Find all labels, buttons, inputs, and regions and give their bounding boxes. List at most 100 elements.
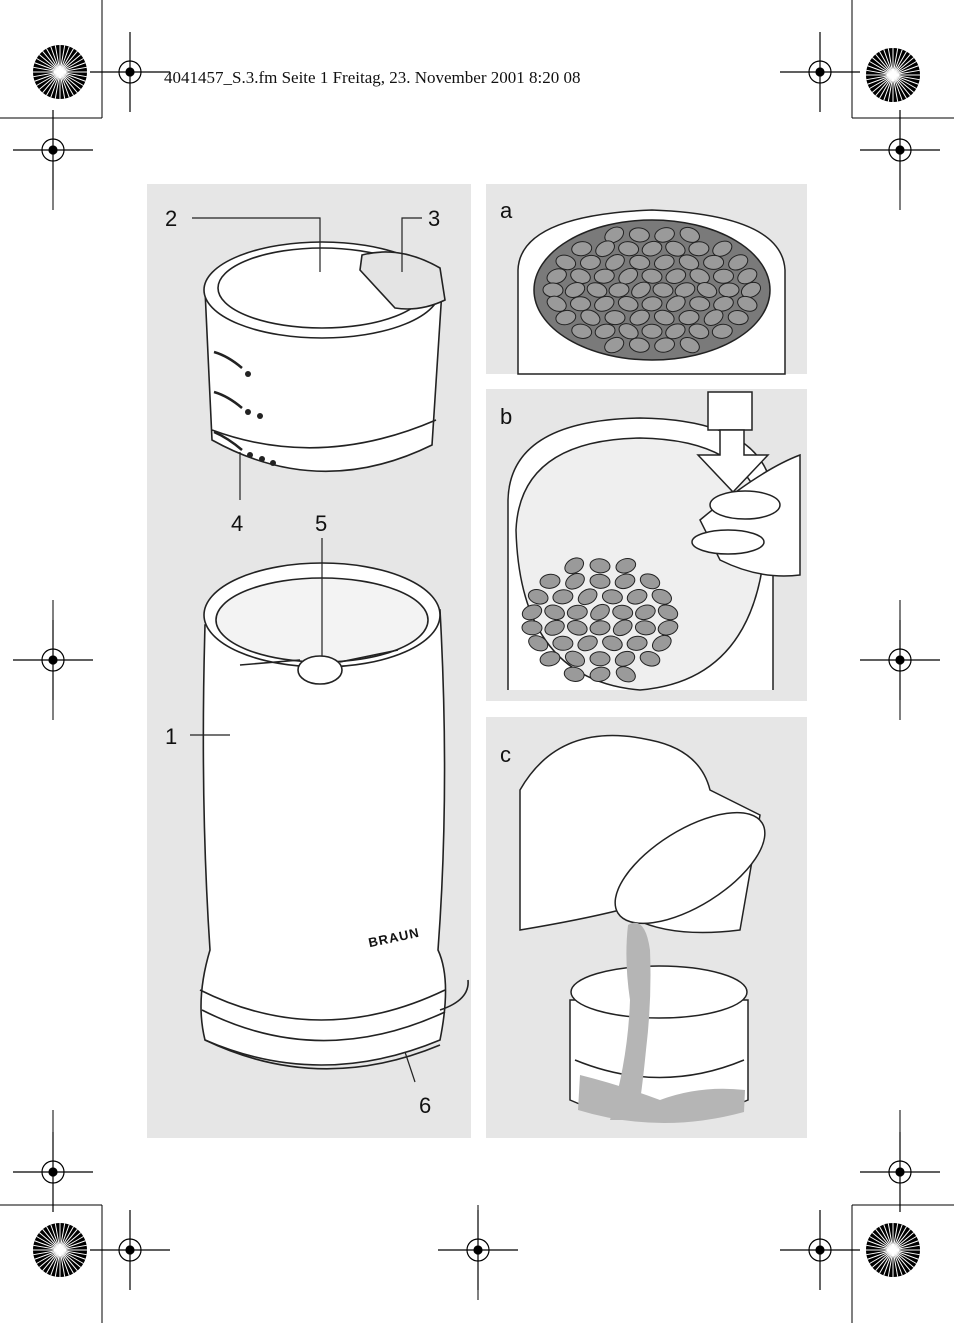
coffee-bean-icon: [629, 309, 650, 326]
coffee-bean-icon: [589, 666, 611, 682]
coffee-bean-icon: [713, 268, 734, 284]
coffee-bean-icon: [555, 309, 577, 326]
coffee-bean-icon: [665, 240, 686, 257]
coffee-bean-icon: [665, 295, 686, 313]
coffee-bean-icon: [657, 604, 679, 621]
coffee-bean-icon: [696, 282, 718, 298]
coffee-bean-icon: [652, 282, 674, 298]
coffee-bean-icon: [604, 226, 625, 244]
coffee-bean-icon: [631, 281, 651, 299]
coffee-bean-icon: [614, 650, 636, 667]
label-part-1: 1: [165, 724, 178, 749]
coffee-bean-icon: [626, 635, 648, 651]
coffee-bean-icon: [604, 336, 625, 354]
coffee-bean-icon: [728, 254, 749, 271]
coffee-bean-icon: [727, 310, 749, 326]
coffee-bean-icon: [626, 589, 648, 605]
coffee-bean-icon: [566, 604, 588, 620]
coffee-bean-icon: [634, 620, 656, 636]
coffee-bean-icon: [577, 588, 598, 606]
coffee-bean-icon: [618, 267, 639, 285]
coffee-bean-icon: [590, 603, 610, 621]
coffee-bean-icon: [589, 651, 611, 667]
coffee-bean-icon: [614, 573, 636, 590]
coffee-bean-icon: [703, 254, 725, 270]
coffee-bean-icon: [678, 254, 700, 271]
coffee-bean-icon: [689, 296, 711, 312]
coffee-bean-icon: [679, 336, 700, 354]
coffee-bean-icon: [594, 323, 616, 339]
coffee-bean-icon: [564, 650, 586, 667]
coffee-bean-icon: [566, 620, 588, 636]
step-a-label: a: [500, 198, 513, 223]
coffee-bean-icon: [605, 254, 625, 271]
coffee-bean-icon: [593, 268, 615, 284]
coffee-bean-icon: [688, 241, 710, 257]
coffee-bean-icon: [544, 619, 565, 636]
coffee-bean-icon: [665, 323, 686, 340]
coffee-bean-icon: [595, 240, 615, 258]
coffee-bean-icon: [653, 309, 675, 326]
coffee-bean-icon: [713, 296, 734, 312]
coffee-bean-icon: [544, 604, 565, 621]
coffee-bean-icon: [653, 254, 675, 271]
coffee-bean-icon: [718, 282, 740, 298]
coffee-bean-icon: [570, 296, 591, 312]
coffee-bean-icon: [651, 634, 672, 652]
coffee-bean-icon: [737, 295, 758, 312]
coffee-bean-icon: [641, 268, 663, 284]
starburst-mark-icon: [866, 48, 920, 102]
coffee-bean-icon: [688, 323, 710, 340]
coffee-bean-icon: [539, 573, 561, 589]
coffee-bean-icon: [589, 620, 611, 636]
coffee-bean-icon: [639, 651, 661, 667]
coffee-bean-icon: [552, 589, 574, 605]
coffee-bean-icon: [665, 268, 687, 284]
coffee-bean-icon: [612, 604, 634, 620]
coffee-bean-icon: [555, 254, 577, 271]
label-part-4: 4: [231, 511, 244, 536]
label-part-3: 3: [428, 206, 441, 231]
coffee-bean-icon: [703, 309, 724, 326]
document-header: 4041457_S.3.fm Seite 1 Freitag, 23. Nove…: [164, 68, 581, 87]
coffee-bean-icon: [601, 589, 623, 605]
coffee-bean-icon: [563, 666, 585, 682]
coffee-bean-icon: [629, 254, 651, 270]
coffee-bean-icon: [521, 604, 543, 621]
coffee-bean-icon: [657, 620, 679, 636]
label-part-2: 2: [165, 206, 178, 231]
coffee-bean-icon: [651, 588, 672, 605]
coffee-bean-icon: [586, 282, 608, 298]
coffee-bean-icon: [571, 241, 593, 257]
coffee-bean-icon: [679, 226, 700, 243]
coffee-bean-icon: [546, 295, 567, 312]
coffee-bean-icon: [674, 282, 696, 298]
coffee-bean-icon: [579, 254, 601, 270]
coffee-bean-icon: [602, 635, 623, 652]
coffee-bean-icon: [615, 666, 636, 683]
coffee-bean-icon: [678, 310, 700, 326]
coffee-bean-icon: [712, 240, 733, 257]
coffee-bean-icon: [618, 241, 640, 257]
coffee-bean-icon: [635, 604, 656, 621]
coffee-bean-icon: [641, 240, 663, 257]
step-b-label: b: [500, 404, 513, 429]
coffee-bean-icon: [564, 557, 585, 575]
coffee-bean-icon: [594, 295, 615, 312]
coffee-bean-icon: [577, 635, 598, 652]
label-part-5: 5: [315, 511, 328, 536]
coffee-bean-icon: [565, 572, 585, 590]
coffee-bean-icon: [604, 310, 626, 326]
coffee-bean-icon: [641, 296, 663, 312]
coffee-bean-icon: [628, 337, 650, 353]
coffee-bean-icon: [641, 323, 663, 339]
step-c-label: c: [500, 742, 511, 767]
coffee-bean-icon: [528, 635, 549, 652]
starburst-mark-icon: [33, 1223, 87, 1277]
coffee-bean-icon: [618, 323, 639, 340]
coffee-bean-icon: [689, 268, 710, 285]
label-part-6: 6: [419, 1093, 432, 1118]
coffee-bean-icon: [608, 282, 630, 298]
